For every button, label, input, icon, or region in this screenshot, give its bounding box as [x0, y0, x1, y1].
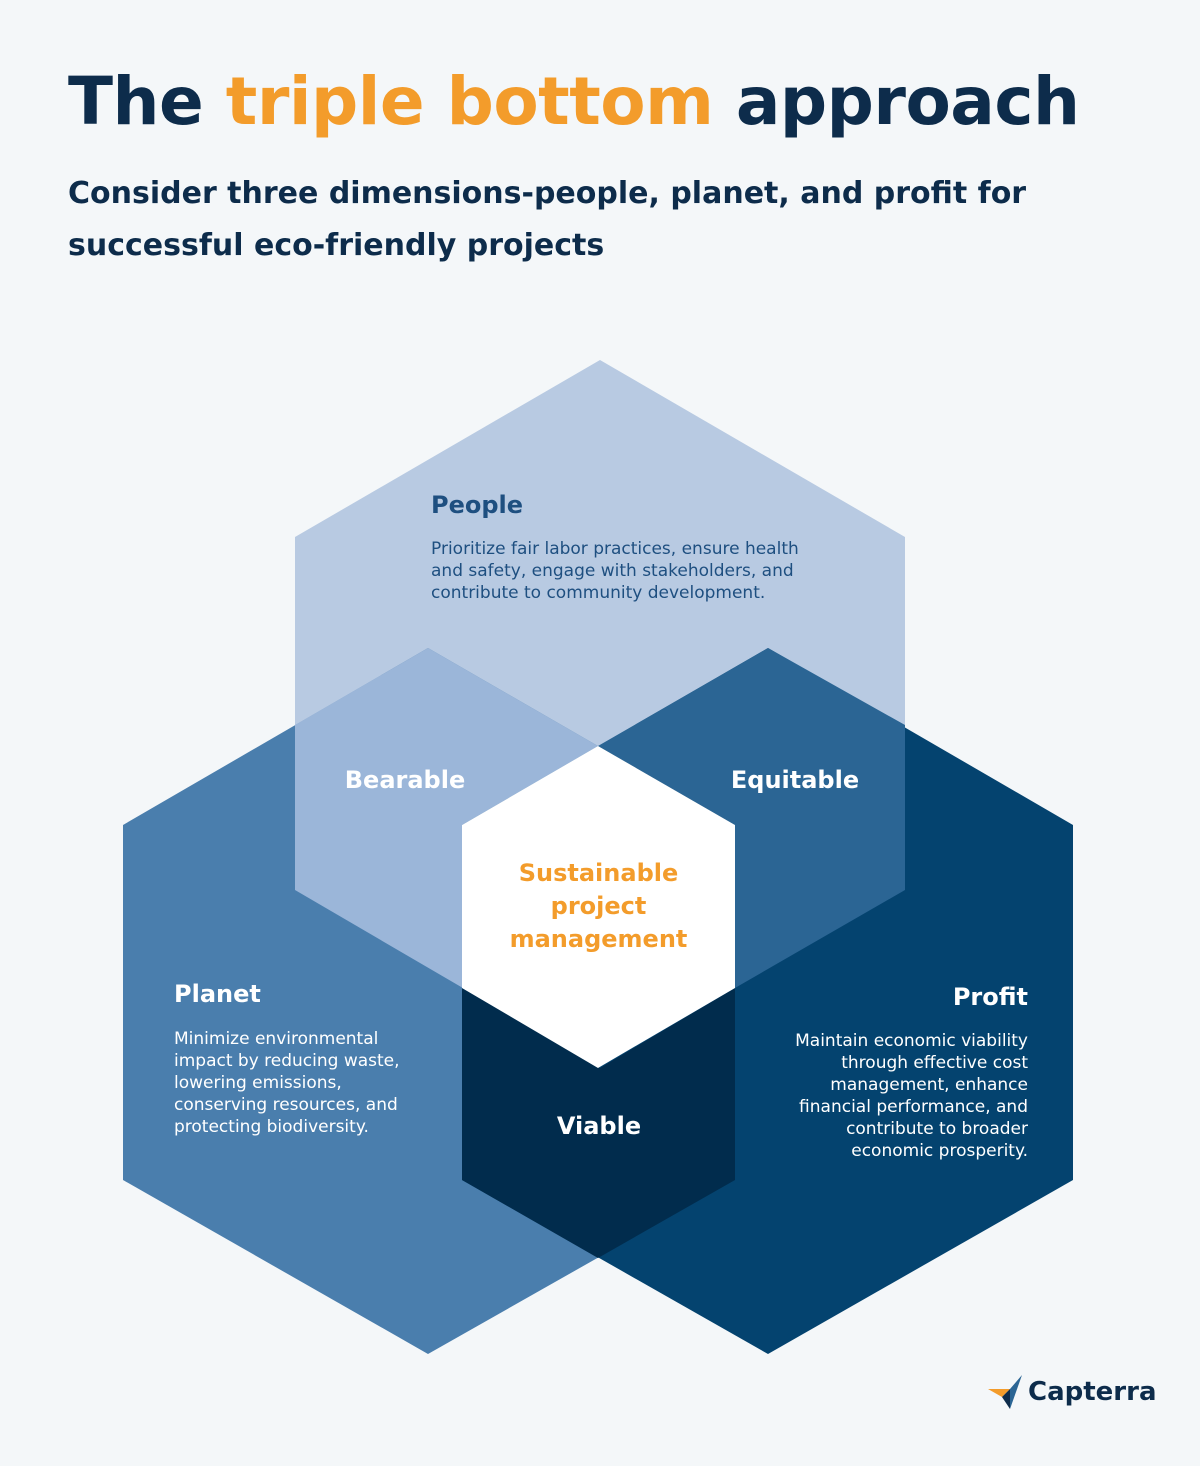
capterra-arrow-icon: [988, 1375, 1022, 1409]
people-description: Prioritize fair labor practices, ensure …: [431, 539, 799, 603]
title-part-1: The: [68, 63, 204, 140]
profit-description: Maintain economic viability through effe…: [795, 1031, 1028, 1161]
title-part-2: approach: [735, 63, 1080, 140]
planet-description: Minimize environmental impact by reducin…: [174, 1029, 400, 1137]
equitable-overlap-region: [598, 648, 905, 988]
capterra-logo-text: Capterra: [1028, 1377, 1157, 1407]
profit-heading: Profit: [952, 983, 1028, 1011]
title-accent: triple bottom: [225, 63, 714, 140]
planet-heading: Planet: [174, 980, 261, 1008]
people-heading: People: [431, 491, 524, 519]
equitable-label: Equitable: [730, 766, 860, 794]
viable-label: Viable: [556, 1112, 642, 1140]
bearable-label: Bearable: [344, 766, 466, 794]
page-subtitle: Consider three dimensions-people, planet…: [68, 176, 1027, 263]
center-hexagon: [462, 746, 735, 1068]
bearable-overlap-region: [295, 648, 600, 1068]
page-title: The triple bottom approach: [68, 63, 1080, 140]
viable-overlap-region: [462, 988, 735, 1258]
center-label: Sustainable project management: [509, 859, 688, 953]
capterra-logo: Capterra: [988, 1375, 1157, 1409]
